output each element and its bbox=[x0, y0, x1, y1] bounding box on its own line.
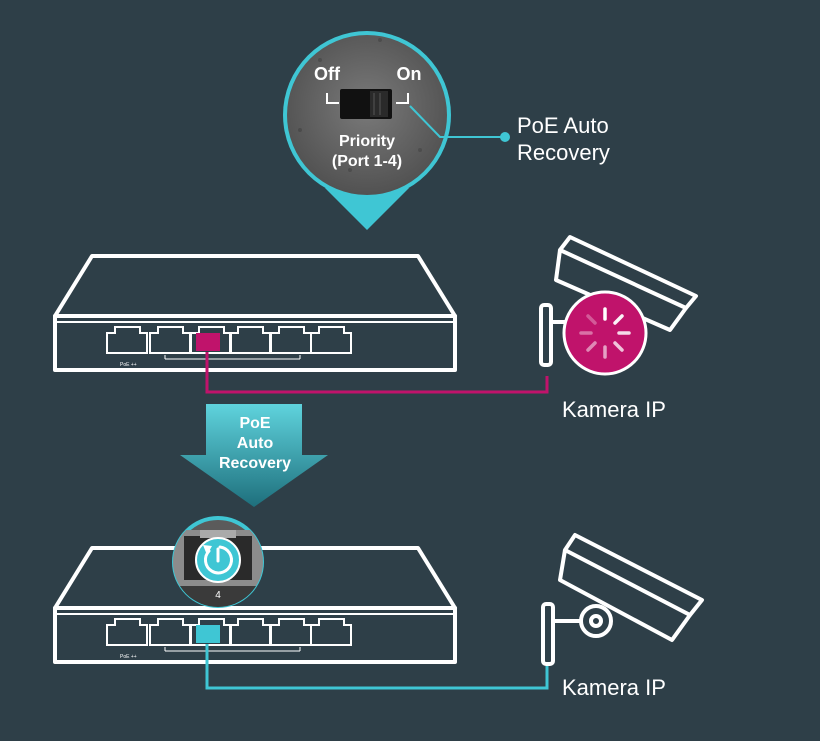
port-3-active-bottom bbox=[196, 625, 220, 643]
port-3-active-top bbox=[196, 333, 220, 351]
feature-label-line1: PoE Auto bbox=[517, 113, 609, 138]
switch-top-front bbox=[53, 314, 457, 372]
arrow-label-line1: PoE bbox=[239, 415, 271, 432]
switch-caption-line1: Priority bbox=[338, 133, 395, 150]
arrow-label-line3: Recovery bbox=[218, 455, 292, 472]
cable-top-magenta bbox=[205, 352, 549, 394]
switch-top-ports bbox=[106, 326, 352, 360]
camera-top-mount bbox=[539, 303, 553, 367]
dip-switch-knob bbox=[370, 91, 388, 117]
camera-top-label: Kamera IP bbox=[562, 397, 666, 422]
port-callout bbox=[172, 516, 264, 608]
power-restart-icon bbox=[204, 545, 233, 575]
switch-off-label: Off bbox=[314, 64, 340, 84]
switch-top-lid bbox=[53, 254, 457, 318]
cable-bottom-teal bbox=[205, 644, 549, 690]
switch-bottom-ports bbox=[106, 618, 352, 652]
switch-bottom-front bbox=[53, 606, 457, 664]
camera-top-error-badge bbox=[562, 290, 648, 376]
loading-spinner-icon bbox=[579, 307, 631, 359]
camera-bottom-label: Kamera IP bbox=[562, 675, 666, 700]
camera-bottom-body bbox=[558, 549, 692, 642]
priority-switch-callout bbox=[283, 31, 510, 230]
svg-text:PoE ++: PoE ++ bbox=[120, 362, 137, 368]
callout-pointer bbox=[325, 188, 409, 230]
camera-bottom-mount bbox=[541, 602, 555, 666]
port-number-label: 4 bbox=[215, 590, 221, 601]
leader-dot bbox=[500, 132, 510, 142]
svg-text:PoE ++: PoE ++ bbox=[120, 654, 137, 660]
feature-leader-line bbox=[409, 105, 503, 138]
recovery-arrow bbox=[180, 404, 328, 507]
camera-bottom-hood bbox=[563, 533, 704, 617]
arrow-label-line2: Auto bbox=[236, 435, 274, 452]
feature-label-line2: Recovery bbox=[517, 140, 610, 165]
switch-top bbox=[53, 254, 457, 372]
switch-caption-line2: (Port 1-4) bbox=[331, 153, 403, 170]
camera-bottom-joint bbox=[579, 604, 613, 638]
camera-bottom bbox=[541, 533, 704, 666]
switch-bottom bbox=[53, 546, 457, 664]
switch-on-label: On bbox=[396, 64, 422, 84]
arrow-label: PoE Auto Recovery bbox=[200, 414, 310, 474]
